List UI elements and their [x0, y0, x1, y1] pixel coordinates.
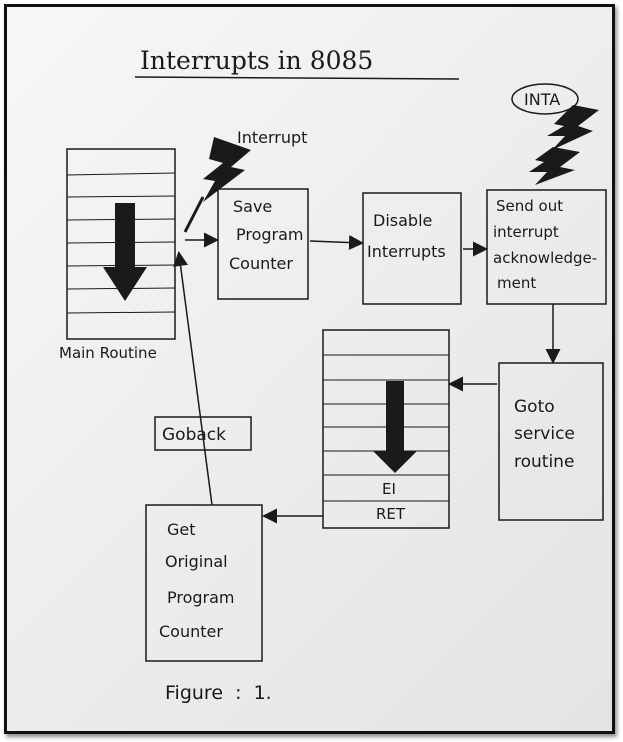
goto-service-routine-text: Goto service routine [514, 397, 580, 472]
send-ack-text: Send out interrupt acknowledge- ment [493, 197, 602, 292]
main-routine-label: Main Routine [59, 344, 157, 362]
inta-label: INTA [524, 90, 560, 109]
main-routine-stack [66, 148, 176, 340]
ret-label: RET [376, 505, 406, 523]
inta-bolt-icon-lower [529, 147, 580, 185]
get-pc-text: Get Original Program Counter [159, 520, 240, 641]
get-pc-box [145, 504, 263, 662]
bolt-tail-line [183, 196, 205, 233]
page-frame: Interrupts in 8085 INTA Interrupt [4, 4, 615, 734]
service-routine-stack [322, 329, 450, 529]
disable-interrupts-text: Disable Interrupts [367, 211, 446, 261]
figure-caption: Figure : 1. [165, 682, 272, 704]
diagram-title: Interrupts in 8085 [140, 46, 373, 75]
paper-sheet: Interrupts in 8085 INTA Interrupt [7, 7, 612, 731]
inta-bolt-icon [547, 105, 599, 150]
goback-label: Goback [162, 425, 226, 445]
title-underline [134, 76, 460, 80]
goback-box [154, 416, 252, 451]
save-pc-text: Save Program Counter [229, 197, 309, 273]
inta-oval [511, 83, 579, 115]
down-arrow-icon [103, 203, 147, 301]
ei-label: EI [382, 480, 396, 498]
interrupt-diagram: Interrupts in 8085 INTA Interrupt [59, 46, 607, 704]
arrow-save-to-disable [309, 235, 364, 251]
down-arrow-icon [373, 381, 417, 473]
interrupt-label: Interrupt [237, 128, 307, 147]
interrupt-bolt-icon [203, 137, 251, 202]
arrow-get-to-main [173, 251, 213, 506]
